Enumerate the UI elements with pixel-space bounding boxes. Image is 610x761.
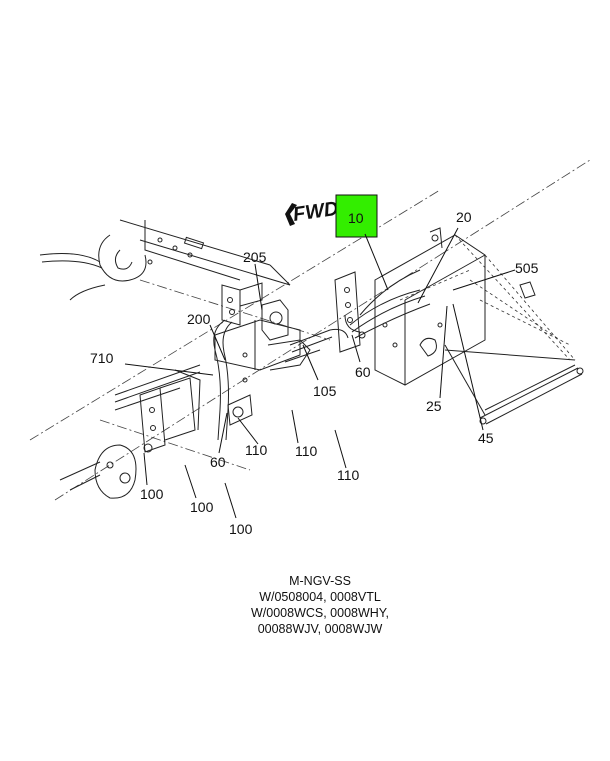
callout-505[interactable]: 505 [515,260,539,276]
callout-25[interactable]: 25 [426,398,442,414]
rear-crossmember-dashed [399,234,576,361]
leader-lines [124,227,516,519]
callout-20[interactable]: 20 [456,209,472,225]
caption-line-2: W/0508004, 0008VTL [259,590,381,604]
callout-100-a[interactable]: 100 [140,486,164,502]
front-frame-rail [39,219,291,301]
callout-45[interactable]: 45 [478,430,494,446]
caption-line-4: 00088WJV, 0008WJW [257,622,383,636]
caption-line-3: W/0008WCS, 0008WHY, [250,606,390,620]
callout-60-rear[interactable]: 60 [355,364,371,380]
callout-110-c[interactable]: 110 [337,467,360,483]
fwd-arrow-icon [285,203,297,226]
callout-105[interactable]: 105 [313,383,337,399]
callout-100-b[interactable]: 100 [190,499,214,515]
rear-valve-bracket [334,269,431,353]
front-spring-bracket [59,364,201,499]
callout-110-b[interactable]: 110 [295,443,318,459]
valve-assembly [213,299,349,441]
callout-110-a[interactable]: 110 [245,442,268,458]
callout-100-c[interactable]: 100 [229,521,253,537]
rear-crossmember [374,227,584,425]
callout-10[interactable]: 10 [348,210,364,226]
highlight-box[interactable] [335,194,378,238]
callout-710[interactable]: 710 [90,350,114,366]
callout-200[interactable]: 200 [187,311,211,327]
callout-205[interactable]: 205 [243,249,267,265]
callout-60-front[interactable]: 60 [210,454,226,470]
fwd-label: FWD [292,198,340,226]
bracket-205 [221,282,263,326]
caption-line-1: M-NGV-SS [289,574,351,588]
